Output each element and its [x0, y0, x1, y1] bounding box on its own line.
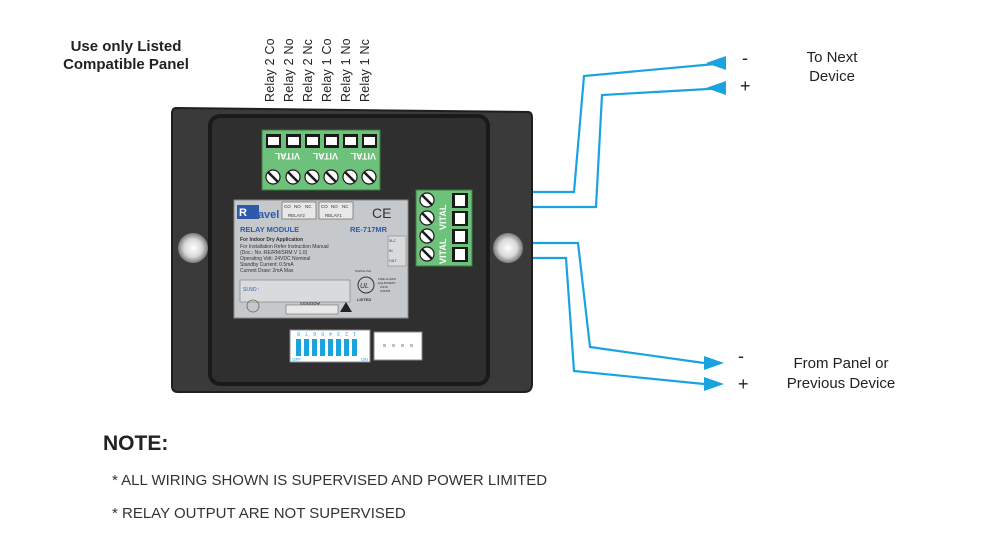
panel-note: Use only Listed Compatible Panel	[46, 38, 206, 74]
dip-number-1: 1	[353, 330, 356, 336]
dip-number-7: 7	[305, 330, 308, 336]
arrow-panel-minus	[704, 356, 724, 370]
module-title: RELAY MODULE	[240, 225, 299, 234]
arrow-next-plus	[706, 81, 726, 95]
contact-tag-4: CO	[321, 204, 328, 209]
serial-label: SI.NO :	[243, 287, 259, 293]
relay-tag-1: RELAY1	[325, 213, 342, 218]
panel-note-line2: Compatible Panel	[63, 56, 189, 73]
dip-number-5: 5	[321, 330, 324, 336]
module-line3: Operating Volt: 24VDC Nominal	[240, 256, 310, 262]
note-item-2: * RELAY OUTPUT ARE NOT SUPERVISED	[112, 505, 406, 522]
dip-switch: 1 2 3 4 5 6 7 8 OFF ON	[289, 329, 423, 363]
dip-on-label: ON	[361, 357, 368, 362]
wire-panel-minus	[532, 241, 705, 365]
from-panel-line1: From Panel or	[793, 355, 889, 372]
panel-plus-sign: +	[738, 374, 749, 394]
ul-text-4: AN48	[380, 285, 388, 289]
svg-text:R: R	[239, 207, 247, 219]
note-item-1: * ALL WIRING SHOWN IS SUPERVISED AND POW…	[112, 472, 548, 489]
from-panel-line2: Previous Device	[786, 375, 896, 392]
next-device-line2: Device	[809, 68, 855, 85]
ul-text-3: EQUIPMENT	[378, 281, 396, 285]
wire-next-minus	[532, 61, 727, 194]
contact-tag-3: NC	[305, 204, 312, 209]
ul-mark: UL	[360, 283, 369, 290]
arrow-next-minus	[706, 56, 726, 70]
dip-switch-levers	[296, 339, 357, 356]
wires-from-panel	[532, 241, 705, 386]
module-line4: Standby Current: 0.5mA	[240, 262, 294, 268]
next-minus-sign: -	[742, 48, 748, 68]
from-panel-label: From Panel or Previous Device	[766, 354, 916, 394]
wire-arrows-next	[706, 56, 726, 95]
module-line1: For Installation Refer Instruction Manua…	[240, 244, 329, 250]
mounting-hole-right	[493, 233, 523, 263]
panel-note-line1: Use only Listed	[70, 38, 182, 55]
relay-module-diagram: VITAL VITAL VITAL VITAL VITAL	[171, 56, 727, 393]
wire-panel-plus	[532, 256, 705, 386]
note-title: NOTE:	[103, 432, 169, 455]
brand-label: Ravel	[250, 209, 279, 221]
dip-number-8: 8	[297, 330, 300, 336]
dip-number-6: 6	[313, 330, 316, 336]
wires-next-device	[532, 61, 727, 209]
next-plus-sign: +	[740, 76, 751, 96]
dip-number-4: 4	[329, 330, 332, 336]
contact-tag-2: NO	[294, 204, 301, 209]
vital-tag-side-1: VITAL	[438, 204, 448, 230]
vital-tag-3: VITAL	[274, 151, 300, 161]
ul-text-2: FIRE ALARM	[378, 277, 396, 281]
panel-minus-sign: -	[738, 346, 744, 366]
ul-text-5: S35355	[380, 289, 391, 293]
ce-mark: CE	[372, 205, 391, 221]
dip-off-label: OFF	[292, 357, 301, 362]
contact-tag-5: NO	[331, 204, 338, 209]
label-plate: R Ravel CO NO NC CO NO NC RELAY2 RELAY1 …	[233, 199, 409, 319]
contact-tag-1: CO	[284, 204, 291, 209]
slc-terminal-block: VITAL VITAL	[415, 189, 473, 267]
listed-label: LISTED	[357, 297, 371, 302]
wire-arrows-panel	[704, 356, 724, 391]
module-line2: (Doc.: No.:RE/RM/SRM V 1.0)	[240, 250, 308, 256]
side-tag-in: IN	[389, 249, 393, 253]
relay-tag-2: RELAY2	[288, 213, 305, 218]
contact-tag-6: NC	[342, 204, 349, 209]
next-device-label: To Next Device	[784, 48, 880, 86]
vital-tag-1: VITAL	[350, 151, 376, 161]
side-tag-slc: SLC	[389, 239, 396, 243]
dip-number-2: 2	[345, 330, 348, 336]
vital-tag-2: VITAL	[312, 151, 338, 161]
connector-header	[373, 331, 423, 361]
relay-terminal-block: VITAL VITAL VITAL	[261, 129, 381, 191]
address-label: Address	[300, 300, 320, 306]
vital-tag-side-2: VITAL	[438, 238, 448, 264]
next-device-line1: To Next	[806, 49, 858, 66]
dip-number-3: 3	[337, 330, 340, 336]
module-model: RE-717MR	[350, 225, 388, 234]
module-subtitle: For Indoor Dry Application	[240, 237, 303, 243]
wire-next-plus	[532, 86, 727, 209]
mounting-hole-left	[178, 233, 208, 263]
side-tag-out: OUT	[389, 259, 397, 263]
ul-text-1: SIGNALING	[355, 269, 372, 273]
arrow-panel-plus	[704, 377, 724, 391]
module-line5: Current Draw: 2mA Max	[240, 268, 294, 274]
